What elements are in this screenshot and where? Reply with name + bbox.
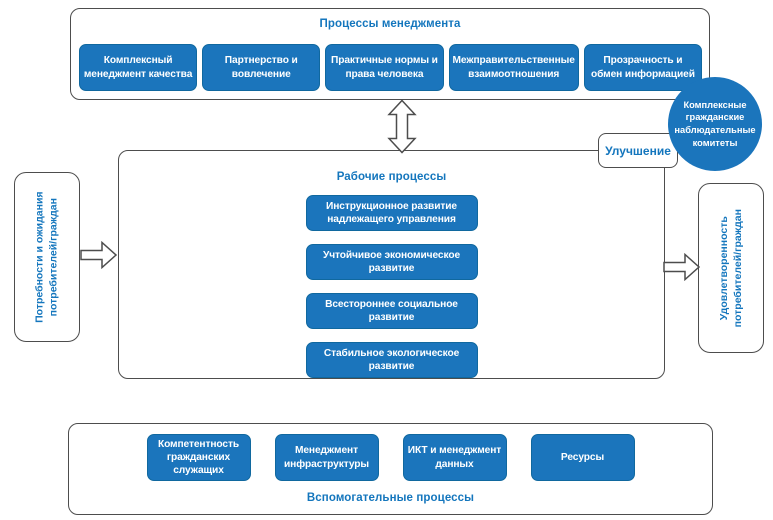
improvement-box: Улучшение (598, 133, 678, 168)
management-processes-title: Процессы менеджмента (319, 18, 461, 30)
satisfaction-box: Удовлетворенность потребителей/граждан (698, 183, 764, 353)
work-box-instructional-development: Инструкционное развитие надлежащего упра… (305, 195, 478, 231)
working-processes-container: Рабочие процессы Инструкционное развитие… (118, 150, 665, 379)
bidirectional-arrow-icon (387, 99, 417, 154)
management-processes-row: Комплексный менеджмент качества Партнерс… (79, 44, 703, 91)
work-box-social-development: Всестороннее социальное развитие (305, 293, 478, 329)
process-box-intergovernmental: Межправительственные взаимоотношения (448, 44, 579, 91)
support-box-ict-data-management: ИКТ и менеджмент данных (402, 434, 507, 481)
supporting-processes-container: Компетентность гражданских служащих Мене… (68, 423, 713, 515)
process-box-transparency: Прозрачность и обмен информацией (583, 44, 703, 91)
committee-circle: Комплексные гражданские наблюдательные к… (668, 77, 762, 171)
output-right-arrow-icon (663, 253, 701, 281)
supporting-processes-row: Компетентность гражданских служащих Мене… (69, 434, 712, 481)
support-box-infrastructure-management: Менеджмент инфраструктуры (274, 434, 379, 481)
working-processes-title: Рабочие процессы (336, 171, 447, 183)
input-right-arrow-icon (80, 241, 118, 269)
support-box-civil-servants-competence: Компетентность гражданских служащих (146, 434, 251, 481)
support-box-resources: Ресурсы (530, 434, 635, 481)
process-box-practical-norms: Практичные нормы и права человека (325, 44, 444, 91)
process-box-partnership: Партнерство и вовлечение (202, 44, 321, 91)
work-box-ecological-development: Стабильное экологическое развитие (305, 342, 478, 378)
needs-expectations-label: Потребности и ожидания потребителей/граж… (33, 191, 61, 323)
satisfaction-label: Удовлетворенность потребителей/граждан (717, 208, 744, 328)
process-box-quality-management: Комплексный менеджмент качества (79, 44, 198, 91)
needs-expectations-box: Потребности и ожидания потребителей/граж… (14, 172, 80, 342)
working-processes-column: Инструкционное развитие надлежащего упра… (119, 195, 664, 378)
supporting-processes-title: Вспомогательные процессы (306, 492, 475, 504)
work-box-economic-development: Учтойчивое экономическое развитие (305, 244, 478, 280)
management-processes-container: Процессы менеджмента Комплексный менеджм… (70, 8, 710, 100)
